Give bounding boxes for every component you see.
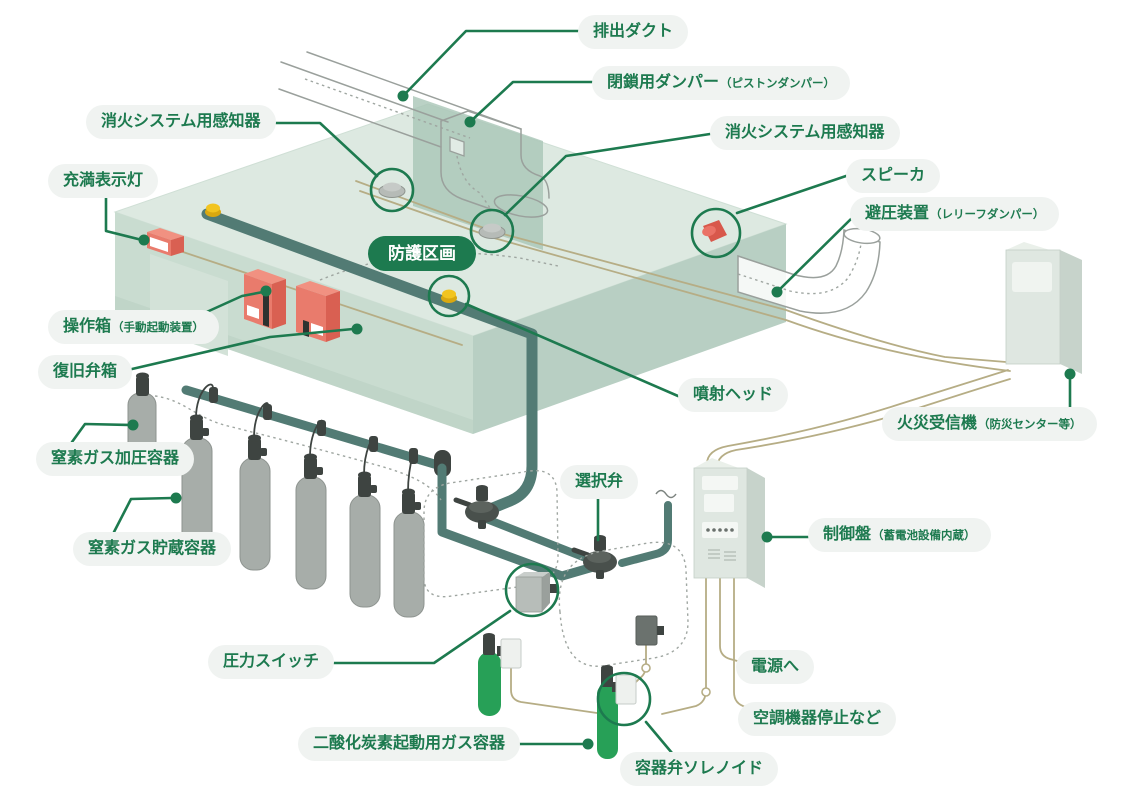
label-hvac-stop: 空調機器停止など <box>738 702 897 736</box>
interior-wall <box>413 96 543 250</box>
label-closing-damper: 閉鎖用ダンパー（ピストンダンパー） <box>592 66 851 100</box>
label-selector-valve: 選択弁 <box>560 465 639 499</box>
wire-junction-node <box>701 687 711 697</box>
detector-icons <box>378 182 506 239</box>
leader-dots <box>127 90 1076 750</box>
panel-receiver-wiring <box>706 369 1011 469</box>
label-speaker: スピーカ <box>846 159 941 193</box>
control-panel-icon <box>693 458 765 588</box>
recovery-valve-box-icon <box>296 281 340 342</box>
n2-pressurizer-cylinder <box>127 372 157 456</box>
label-operation-box: 操作箱（手動起動装置） <box>48 310 220 344</box>
label-recovery-valve-box: 復旧弁箱 <box>38 355 133 389</box>
protected-zone-badge: 防護区画 <box>368 236 476 271</box>
pipe-break-mark <box>655 489 677 499</box>
operation-box-icon <box>244 269 286 329</box>
indicator-lamp-icon <box>147 228 184 256</box>
n2-storage-cylinders <box>181 383 425 618</box>
co2-starter-cylinder <box>478 633 522 716</box>
solenoid-box-icon <box>635 615 664 646</box>
panel-buttons <box>706 528 734 532</box>
detector-icon <box>478 223 506 239</box>
label-relief-device: 避圧装置（レリーフダンパー） <box>850 197 1060 231</box>
cylinder-valves <box>190 414 421 514</box>
bottom-wiring <box>423 469 755 715</box>
starter-cylinder-group <box>478 615 664 759</box>
label-pressure-switch: 圧力スイッチ <box>208 645 335 679</box>
label-discharge-head: 噴射ヘッド <box>678 378 789 412</box>
label-co2-starter: 二酸化炭素起動用ガス容器 <box>298 727 521 761</box>
label-detector-right: 消火システム用感知器 <box>710 116 900 150</box>
label-container-valve-solenoid: 容器弁ソレノイド <box>620 752 779 786</box>
fire-receiver-icon <box>1005 242 1082 374</box>
label-n2-storage: 窒素ガス貯蔵容器 <box>73 532 232 566</box>
selector-valve-icon <box>453 485 499 529</box>
label-n2-pressurizer: 窒素ガス加圧容器 <box>36 442 195 476</box>
manifold-connectors <box>209 387 418 464</box>
nozzle-icon <box>205 203 221 217</box>
pressure-switch-icon <box>515 572 557 613</box>
nozzle-icon <box>441 289 457 303</box>
exhaust-duct-drawing <box>278 51 550 218</box>
discharge-nozzle-icons <box>205 203 457 303</box>
label-fill-indicator-lamp: 充満表示灯 <box>48 164 159 198</box>
selector-valve-icons <box>453 485 617 579</box>
highlight-circles <box>369 167 742 727</box>
cylinder-group <box>127 372 442 618</box>
label-exhaust-duct: 排出ダクト <box>578 15 689 49</box>
selector-valve-icon <box>571 535 617 579</box>
label-control-panel: 制御盤（蓄電池設備内蔵） <box>808 518 991 552</box>
detector-icon <box>378 182 406 198</box>
wire-junction-node <box>641 663 651 673</box>
label-fire-receiver: 火災受信機（防災センター等） <box>882 407 1097 441</box>
label-to-power: 電源へ <box>736 650 815 684</box>
label-detector-left: 消火システム用感知器 <box>86 105 276 139</box>
damper-access-panel <box>449 136 465 157</box>
panel-vents <box>708 549 736 561</box>
speaker-icon <box>702 220 727 242</box>
leader-lines <box>70 29 1072 755</box>
